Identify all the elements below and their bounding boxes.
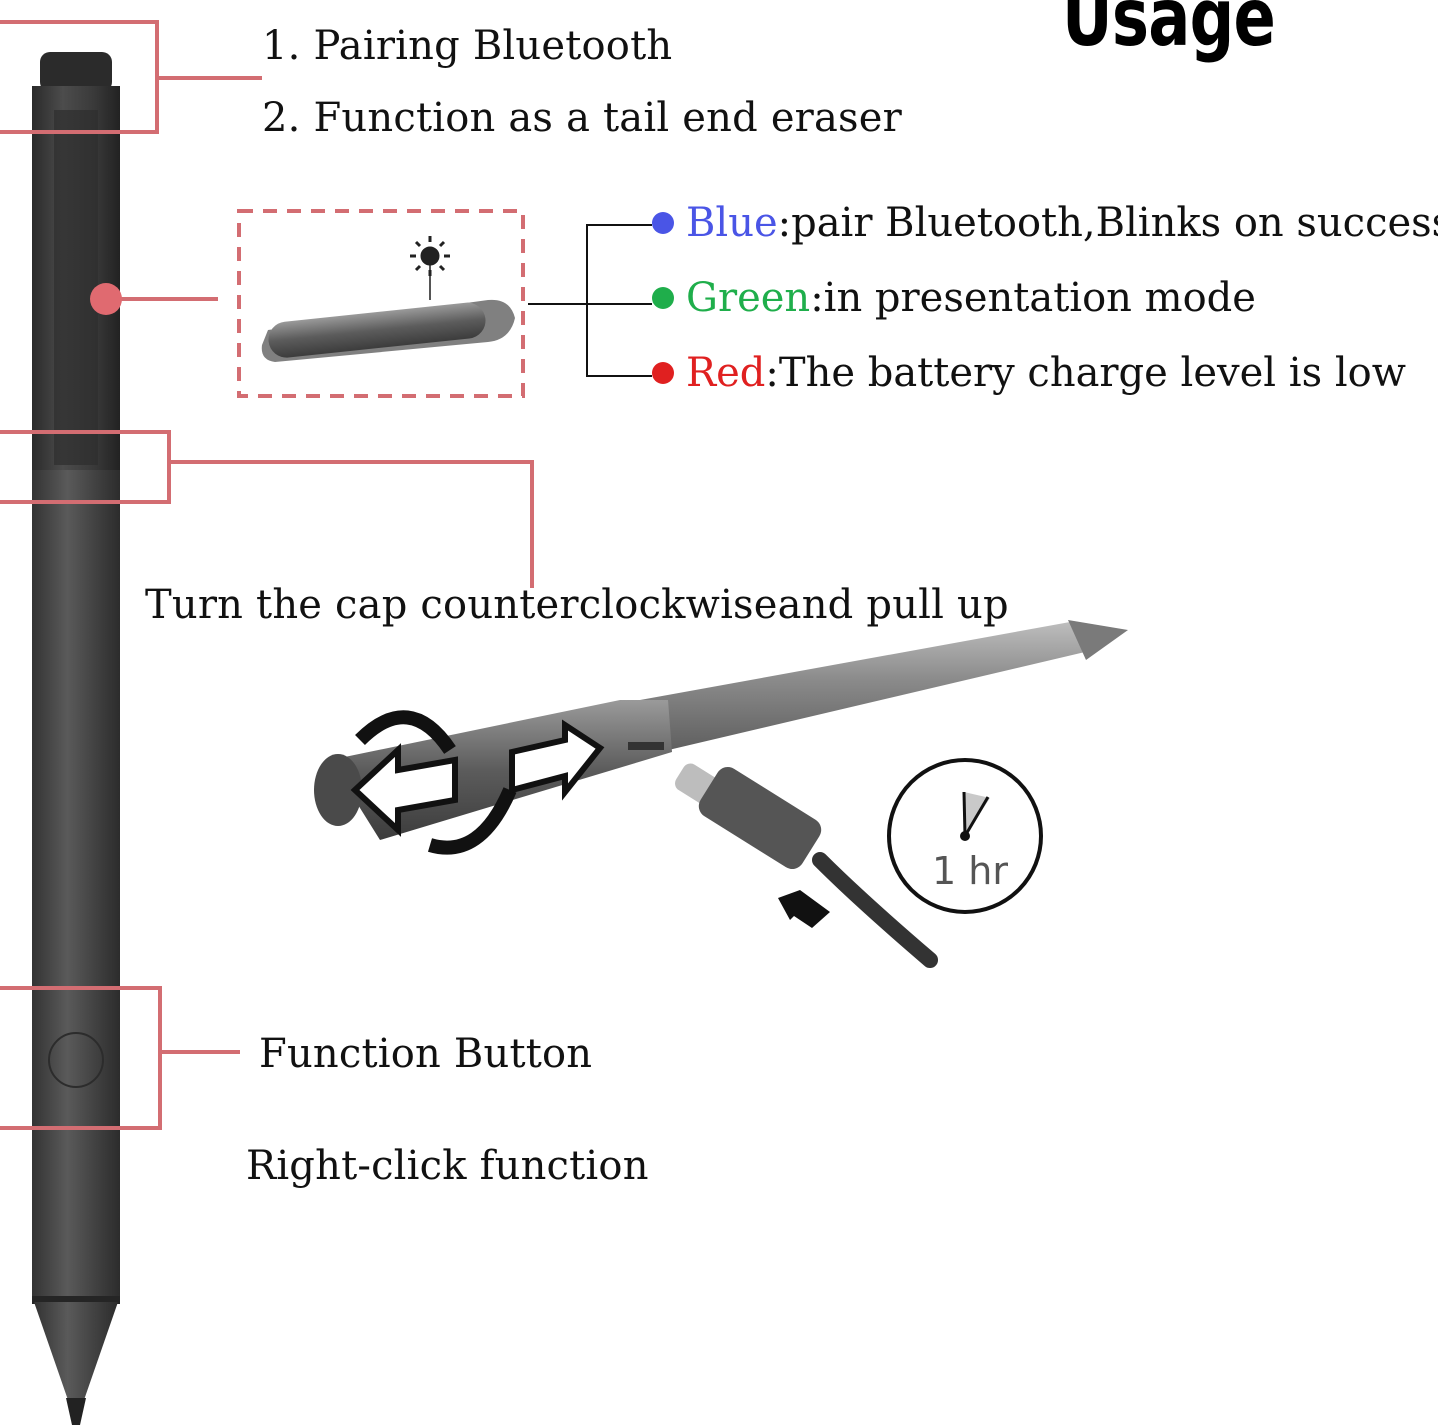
- led-green-line: Green:in presentation mode: [652, 278, 1256, 318]
- usb-cable: [675, 763, 938, 968]
- right-click-label: Right-click function: [246, 1143, 649, 1189]
- red-dot-icon: [652, 362, 674, 384]
- page-title: Usage: [1062, 0, 1276, 64]
- feature-line-2: 2. Function as a tail end eraser: [262, 95, 902, 141]
- cap-instruction: Turn the cap counterclockwiseand pull up: [145, 582, 1009, 628]
- led-blue-word: Blue: [686, 200, 778, 246]
- function-button-label: Function Button: [259, 1031, 593, 1077]
- blue-dot-icon: [652, 212, 674, 234]
- led-red-word: Red: [686, 350, 766, 396]
- sun-icon: [410, 236, 450, 276]
- rotate-arrow-icon: [350, 710, 605, 855]
- led-red-text: :The battery charge level is low: [765, 350, 1406, 396]
- led-blue-text: :pair Bluetooth,Blinks on success: [777, 200, 1438, 246]
- insert-arrow-icon: [778, 890, 830, 928]
- led-red-line: Red:The battery charge level is low: [652, 353, 1406, 393]
- indicator-marker: [90, 283, 122, 315]
- led-bracket: [528, 224, 652, 377]
- callout-lines: [0, 20, 534, 1130]
- led-pen-closeup: [261, 258, 515, 362]
- vertical-pen: [32, 52, 120, 1425]
- led-green-text: :in presentation mode: [810, 275, 1256, 321]
- feature-line-1: 1. Pairing Bluetooth: [262, 23, 673, 69]
- clock-icon: [887, 758, 1043, 914]
- led-green-word: Green: [686, 275, 811, 321]
- clock-label: 1 hr: [932, 849, 1008, 893]
- led-detail-box: [237, 209, 525, 398]
- led-blue-line: Blue:pair Bluetooth,Blinks on success: [652, 203, 1438, 243]
- green-dot-icon: [652, 287, 674, 309]
